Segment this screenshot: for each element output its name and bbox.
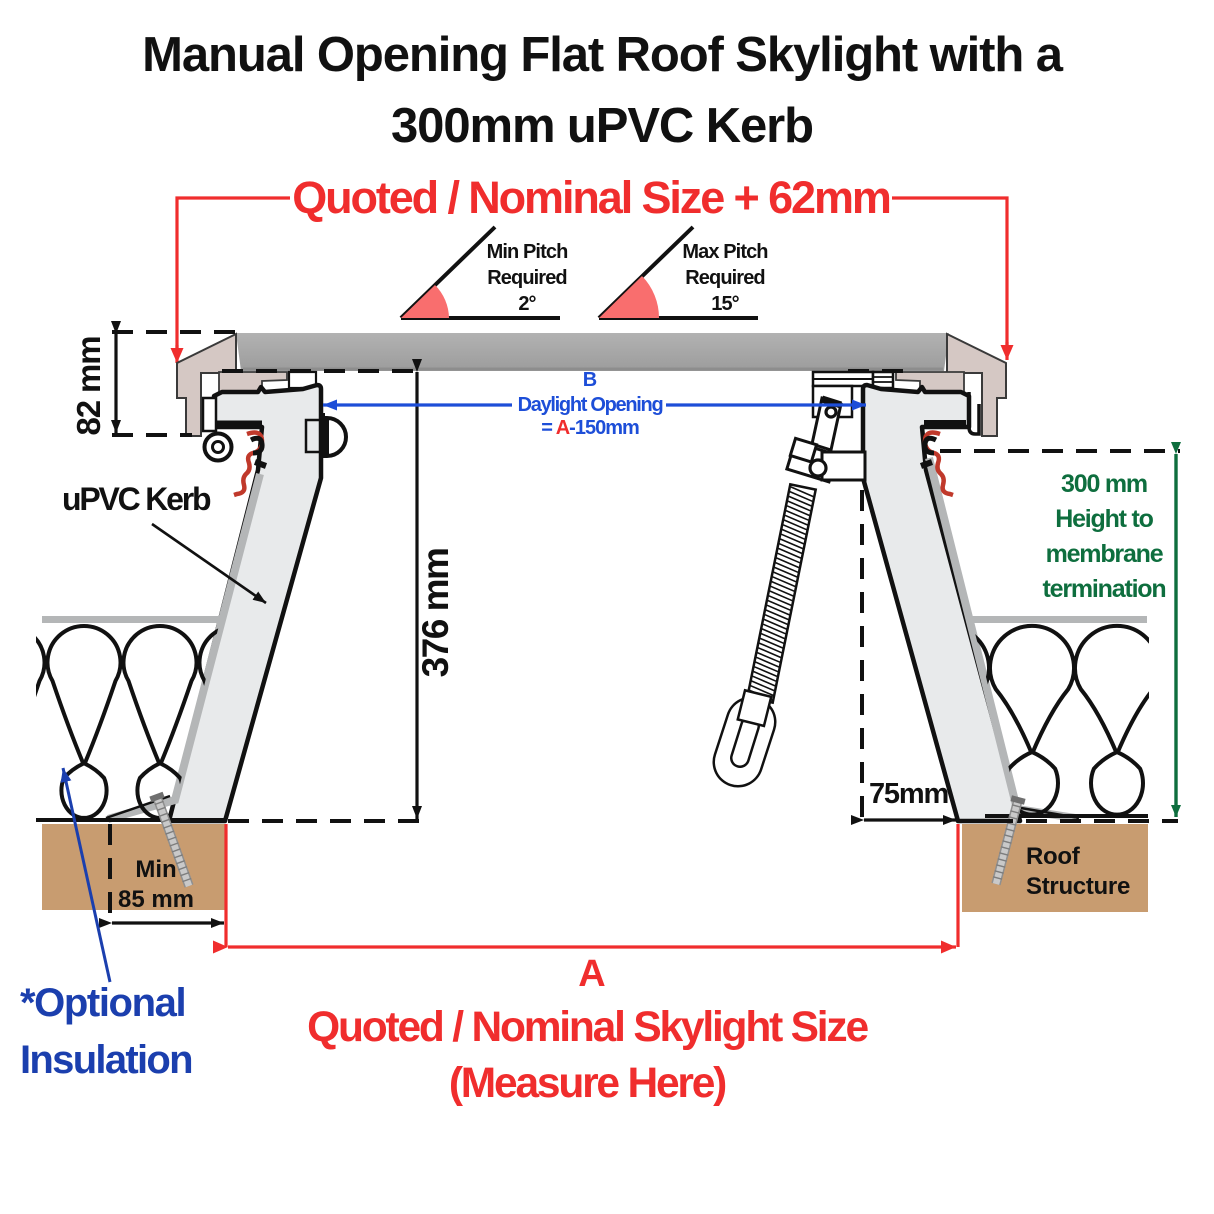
svg-text:Quoted / Nominal Size + 62mm: Quoted / Nominal Size + 62mm	[292, 172, 890, 223]
svg-text:membrane: membrane	[1046, 540, 1164, 568]
svg-text:Manual Opening Flat Roof Skyli: Manual Opening Flat Roof Skylight with a	[142, 28, 1064, 82]
svg-text:Quoted / Nominal Skylight Size: Quoted / Nominal Skylight Size	[307, 1004, 868, 1051]
svg-text:= A-150mm: = A-150mm	[541, 417, 639, 439]
svg-text:Height to: Height to	[1055, 505, 1153, 533]
svg-text:85 mm: 85 mm	[118, 886, 194, 913]
svg-text:300mm uPVC Kerb: 300mm uPVC Kerb	[391, 99, 813, 153]
svg-text:termination: termination	[1043, 575, 1166, 603]
svg-text:2°: 2°	[518, 293, 536, 315]
svg-text:A: A	[578, 953, 605, 995]
svg-text:82 mm: 82 mm	[70, 336, 107, 435]
svg-text:376 mm: 376 mm	[415, 549, 456, 678]
svg-text:Max Pitch: Max Pitch	[682, 241, 767, 263]
svg-text:Min Pitch: Min Pitch	[487, 241, 568, 263]
svg-text:Required: Required	[685, 267, 764, 289]
svg-text:B: B	[583, 369, 597, 391]
svg-text:Structure: Structure	[1026, 873, 1130, 900]
svg-text:uPVC Kerb: uPVC Kerb	[62, 481, 211, 517]
svg-text:75mm: 75mm	[869, 778, 948, 810]
svg-text:15°: 15°	[711, 293, 739, 315]
svg-text:*Optional: *Optional	[20, 981, 185, 1025]
svg-text:Insulation: Insulation	[20, 1038, 192, 1082]
svg-text:Min: Min	[135, 856, 176, 883]
svg-text:Daylight Opening: Daylight Opening	[518, 394, 663, 416]
svg-text:Required: Required	[487, 267, 566, 289]
svg-text:Roof: Roof	[1026, 843, 1081, 870]
svg-text:(Measure Here): (Measure Here)	[449, 1060, 726, 1107]
svg-text:300 mm: 300 mm	[1061, 470, 1147, 498]
